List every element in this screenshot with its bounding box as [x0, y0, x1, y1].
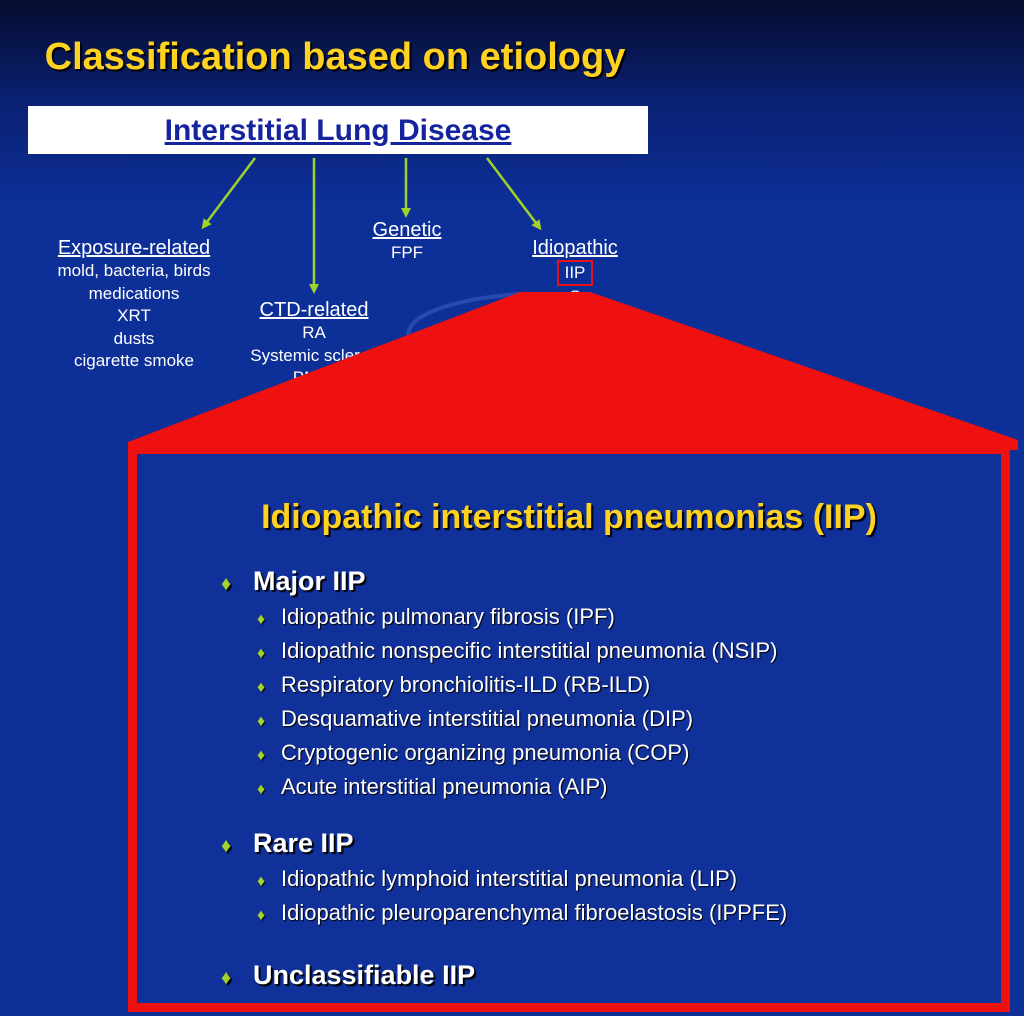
group-rare: ♦ Rare IIP: [221, 828, 354, 859]
list-item-label: Desquamative interstitial pneumonia (DIP…: [281, 706, 694, 731]
list-item-label: Idiopathic pulmonary fibrosis (IPF): [281, 604, 615, 629]
category-item: FPF: [390, 243, 424, 262]
list-item-label: Idiopathic nonspecific interstitial pneu…: [281, 638, 778, 663]
category-item: XRT: [117, 306, 151, 325]
group-unclassifiable: ♦ Unclassifiable IIP: [221, 960, 475, 991]
list-item: ♦ Cryptogenic organizing pneumonia (COP): [257, 740, 689, 766]
category-heading: Idiopathic: [532, 237, 618, 259]
group-label: Major IIP: [253, 566, 366, 596]
category-heading: Exposure-related: [57, 237, 211, 259]
arrow-idiopathic: [486, 157, 542, 231]
list-item: ♦ Idiopathic lymphoid interstitial pneumo…: [257, 866, 737, 892]
category-heading: Genetic: [372, 219, 442, 241]
root-node: Interstitial Lung Disease: [28, 106, 648, 154]
category-item: medications: [88, 283, 180, 303]
list-item: ♦ Acute interstitial pneumonia (AIP): [257, 774, 608, 800]
group-major: ♦ Major IIP: [221, 566, 366, 597]
group-label: Unclassifiable IIP: [253, 960, 476, 990]
list-item: ♦ Idiopathic pleuroparenchymal fibroelast…: [257, 900, 787, 926]
category-exposure: Exposure-related mold, bacteria, birds m…: [34, 236, 234, 373]
category-item: mold, bacteria, birds: [57, 261, 211, 280]
diamond-bullet-icon: ♦: [257, 873, 266, 890]
list-item-label: Idiopathic lymphoid interstitial pneumon…: [281, 866, 738, 891]
category-ctd: CTD-related RA Systemic scleros PM/D Sjö: [214, 298, 414, 412]
diamond-bullet-icon: ♦: [257, 713, 266, 730]
diamond-bullet-icon: ♦: [221, 835, 232, 857]
panel-title: Idiopathic interstitial pneumonias (IIP): [261, 498, 877, 536]
group-label: Rare IIP: [253, 828, 354, 858]
list-item-label: Respiratory bronchiolitis-ILD (RB-ILD): [281, 672, 651, 697]
diamond-bullet-icon: ♦: [257, 645, 266, 662]
category-heading: CTD-related: [259, 299, 369, 321]
category-idiopathic: Idiopathic IIP S: [505, 236, 645, 309]
category-item: cigarette smoke: [74, 351, 194, 370]
diamond-bullet-icon: ♦: [257, 611, 266, 628]
category-item: RA: [302, 323, 326, 342]
list-item-label: Idiopathic pleuroparenchymal fibroelasto…: [281, 900, 788, 925]
list-item: ♦ Idiopathic nonspecific interstitial pne…: [257, 638, 777, 664]
diamond-bullet-icon: ♦: [221, 967, 232, 989]
iip-detail-panel: Idiopathic interstitial pneumonias (IIP)…: [128, 445, 1010, 1012]
diamond-bullet-icon: ♦: [221, 573, 232, 595]
arrow-exposure: [201, 157, 256, 230]
list-item: ♦ Respiratory bronchiolitis-ILD (RB-ILD): [257, 672, 650, 698]
diamond-bullet-icon: ♦: [257, 781, 266, 798]
list-item-label: Cryptogenic organizing pneumonia (COP): [281, 740, 690, 765]
list-item: ♦ Desquamative interstitial pneumonia (DI…: [257, 706, 693, 732]
root-node-label: Interstitial Lung Disease: [164, 114, 512, 147]
category-item: dusts: [113, 328, 155, 348]
category-genetic: Genetic FPF: [357, 218, 457, 265]
diamond-bullet-icon: ♦: [257, 747, 266, 764]
diamond-bullet-icon: ♦: [257, 679, 266, 696]
slide-title: Classification based on etiology: [44, 36, 626, 78]
iip-highlight-box: IIP: [556, 260, 594, 286]
list-item: ♦ Idiopathic pulmonary fibrosis (IPF): [257, 604, 615, 630]
diamond-bullet-icon: ♦: [257, 907, 266, 924]
list-item-label: Acute interstitial pneumonia (AIP): [281, 774, 608, 799]
